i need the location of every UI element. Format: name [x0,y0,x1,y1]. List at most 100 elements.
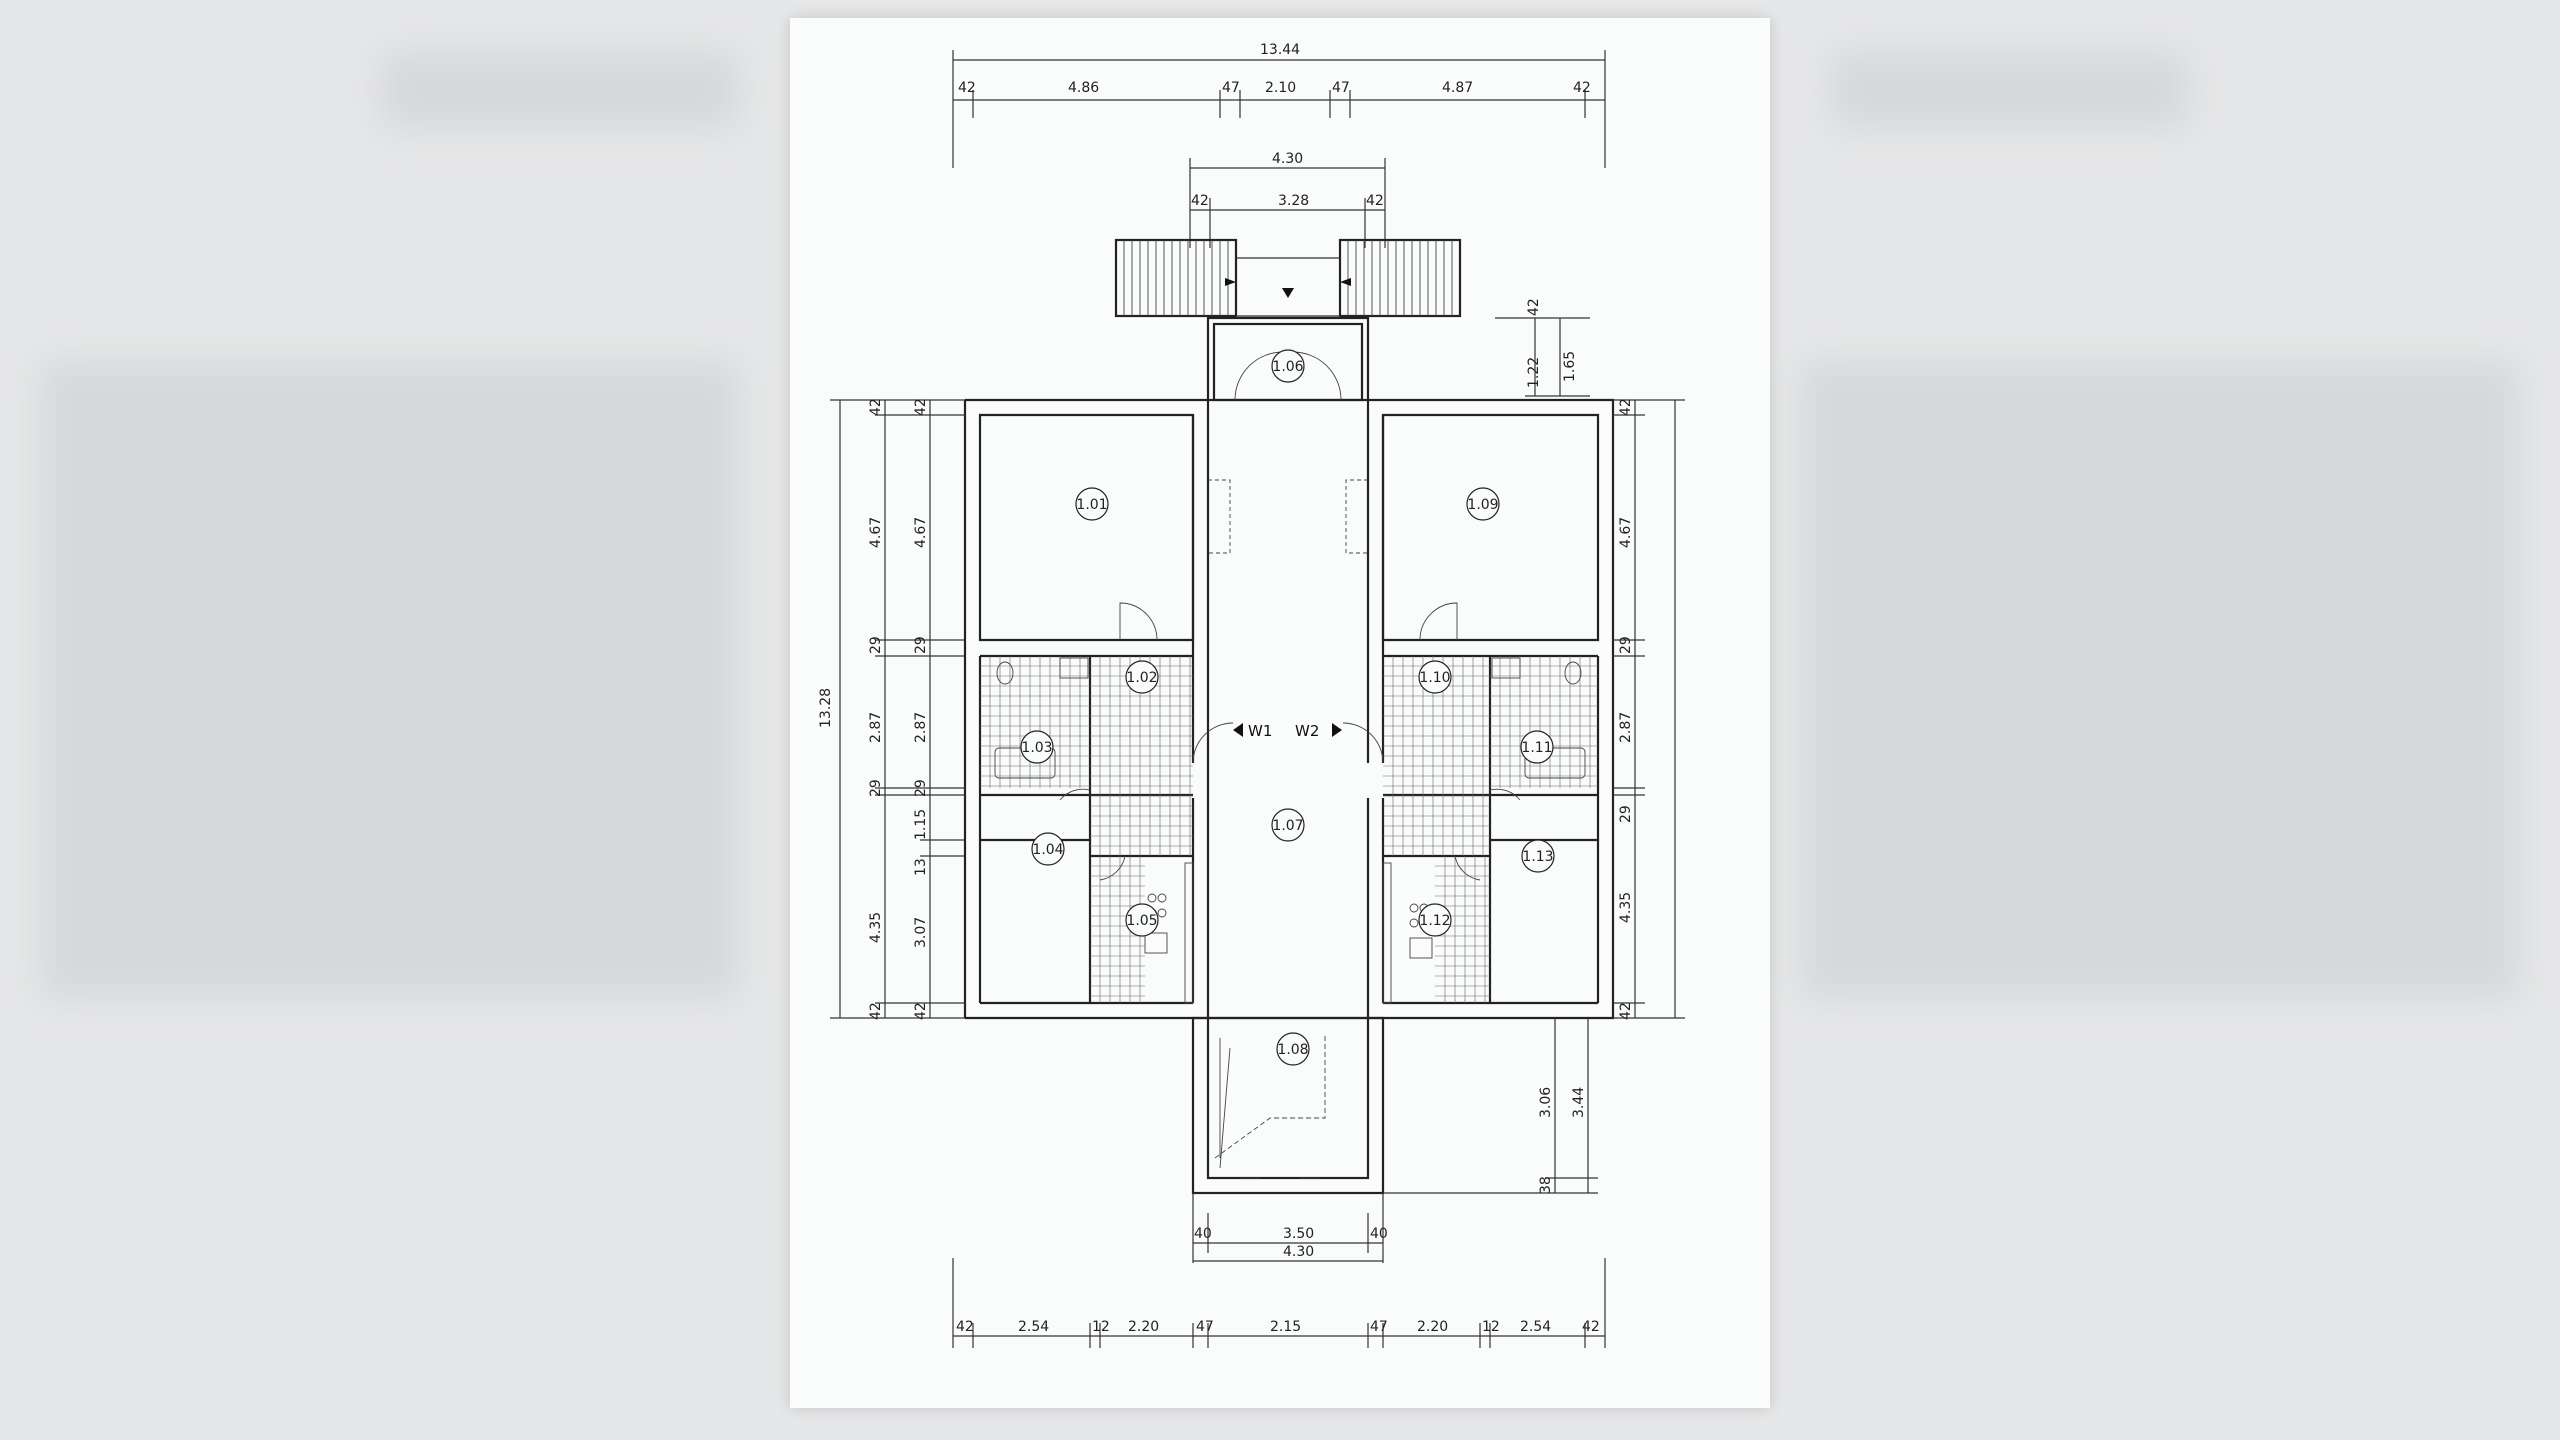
dim-bottom-6: 2.15 [1270,1319,1301,1335]
dim-entry-1: 42 [1191,193,1209,209]
bottom-dimensions: 40 3.50 40 4.30 42 2.54 12 2.20 47 2.15 … [952,1193,1606,1348]
room-1-11: 1.11 [1520,730,1554,764]
arrow-down-icon [1282,288,1294,298]
room-1-07: 1.07 [1271,808,1305,842]
dim-bottom-8: 2.20 [1417,1319,1448,1335]
dim-left-1: 42 [868,398,884,416]
dim-bottom-10: 2.54 [1520,1319,1551,1335]
room-1-02: 1.02 [1125,660,1159,694]
blurred-right-panel [1800,360,2520,1000]
dim-stair-right-1: 3.06 [1538,1087,1554,1118]
dim-bottom-11: 42 [1582,1319,1600,1335]
dim-left-7: 42 [868,1002,884,1020]
entry-w2-icon [1332,723,1342,737]
dim-bottom-5: 47 [1196,1319,1214,1335]
dim-top-2: 4.86 [1068,80,1099,96]
right-top-dimensions: 42 1.22 1.65 [1495,298,1590,397]
dim-right-7: 42 [1618,1002,1634,1020]
top-dimensions: 13.44 42 4.86 47 2.10 47 4.87 42 4.30 42… [952,42,1606,248]
dim-stair-right-2: 3.44 [1571,1087,1587,1118]
room-label: 1.05 [1126,913,1157,929]
dim-left-5: 29 [868,779,884,797]
room-label: 1.10 [1419,670,1450,686]
room-label: 1.11 [1521,740,1552,756]
dim-right-5: 29 [1618,805,1634,823]
room-1-05: 1.05 [1125,903,1159,937]
dim-top-4: 2.10 [1265,80,1296,96]
dim-bottom-1: 42 [956,1319,974,1335]
room-label: 1.08 [1277,1042,1308,1058]
blurred-left-header [380,50,740,130]
room-1-06: 1.06 [1271,349,1305,383]
dim-left-inner-5: 29 [913,779,929,797]
dim-left-height: 13.28 [818,688,834,728]
room-1-13: 1.13 [1521,839,1555,873]
room-label: 1.07 [1272,818,1303,834]
dim-top-7: 42 [1573,80,1591,96]
dim-entry-3: 42 [1366,193,1384,209]
dim-left-6: 4.35 [868,912,884,943]
dim-left-4: 2.87 [868,712,884,743]
room-label: 1.06 [1272,359,1303,375]
stair-steps [1123,240,1453,316]
dim-left-3: 29 [868,636,884,654]
dim-right-top-3: 1.65 [1562,351,1578,382]
dim-overall-width: 13.44 [1260,42,1300,58]
dim-stair-bottom-2: 3.50 [1283,1226,1314,1242]
floor-plan: 13.44 42 4.86 47 2.10 47 4.87 42 4.30 42… [818,42,1685,1348]
dim-left-inner-8: 3.07 [913,917,929,948]
dim-right-3: 29 [1618,636,1634,654]
dim-left-inner-6: 1.15 [913,809,929,840]
room-1-03: 1.03 [1020,730,1054,764]
dim-left-inner-4: 2.87 [913,712,929,743]
dim-bottom-9: 12 [1482,1319,1500,1335]
dim-bottom-4: 2.20 [1128,1319,1159,1335]
room-1-08: 1.08 [1276,1032,1310,1066]
room-label: 1.03 [1021,740,1052,756]
dim-stair-bottom-3: 40 [1370,1226,1388,1242]
dim-bottom-3: 12 [1092,1319,1110,1335]
door-label-w1: W1 [1248,722,1272,740]
room-label: 1.01 [1076,497,1107,513]
dim-bottom-2: 2.54 [1018,1319,1049,1335]
dim-stair-right-3: 38 [1538,1176,1554,1194]
dim-left-inner-9: 42 [913,1002,929,1020]
building-walls [963,398,1615,1020]
blurred-left-panel [40,360,740,1000]
dim-right-top-2: 1.22 [1526,357,1542,388]
dim-left-inner-3: 29 [913,636,929,654]
dim-entry-width: 4.30 [1272,151,1303,167]
vestibule [1206,316,1370,402]
room-1-04: 1.04 [1031,832,1065,866]
dim-bottom-7: 47 [1370,1319,1388,1335]
stairwell [1191,1016,1385,1195]
door-label-w2: W2 [1295,722,1319,740]
dim-stair-width: 4.30 [1283,1244,1314,1260]
room-label: 1.09 [1467,497,1498,513]
dim-left-inner-7: 13 [913,858,929,876]
room-label: 1.02 [1126,670,1157,686]
dim-left-inner-1: 42 [913,398,929,416]
dim-stair-bottom-1: 40 [1194,1226,1212,1242]
room-1-01: 1.01 [1075,487,1109,521]
dim-right-4: 2.87 [1618,712,1634,743]
dim-top-3: 47 [1222,80,1240,96]
dim-top-1: 42 [958,80,976,96]
room-1-09: 1.09 [1466,487,1500,521]
dim-right-top-1: 42 [1526,298,1542,316]
dim-right-2: 4.67 [1618,517,1634,548]
dim-right-6: 4.35 [1618,892,1634,923]
arrow-right-icon [1225,278,1236,286]
dim-right-1: 42 [1618,398,1634,416]
arrow-left-icon [1340,278,1351,286]
entry-stairs [1114,238,1462,318]
door-swings [1059,479,1521,881]
room-label: 1.12 [1419,913,1450,929]
right-dimensions: 42 4.67 29 2.87 29 4.35 42 3.06 3.44 38 [1383,398,1685,1194]
left-dimensions: 13.28 42 4.67 29 2.87 29 4.35 42 42 4.67… [818,398,965,1020]
room-1-12: 1.12 [1418,903,1452,937]
room-label: 1.13 [1522,849,1553,865]
entry-w1-icon [1233,723,1243,737]
room-label: 1.04 [1032,842,1063,858]
dim-left-2: 4.67 [868,517,884,548]
